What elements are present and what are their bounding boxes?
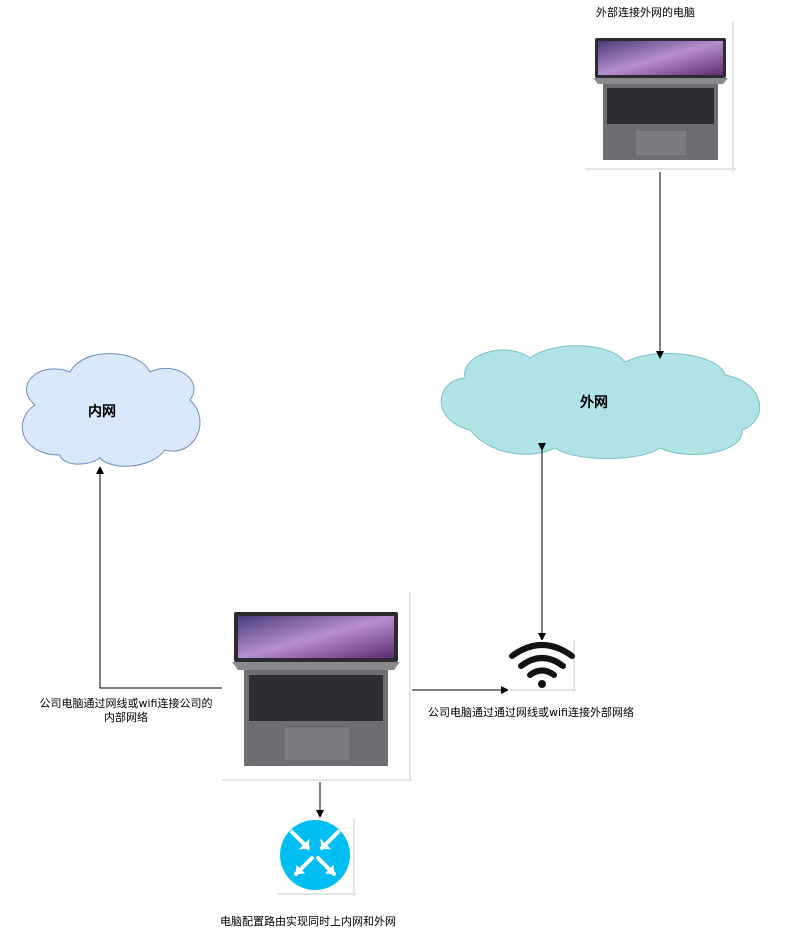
wifi-icon (508, 640, 576, 692)
intranet-label: 内网 (88, 404, 116, 420)
intranet-cloud (21, 353, 201, 467)
external-laptop (585, 22, 736, 172)
edge-label-wifi: 公司电脑通过通过网线或wifi连接外部网络 (428, 706, 634, 719)
edge-label-intranet: 公司电脑通过网线或wifi连接公司的 内部网络 (30, 697, 222, 725)
external-pc-label: 外部连接外网的电脑 (596, 6, 695, 19)
wifi-node (508, 640, 576, 692)
internet-label: 外网 (580, 395, 608, 411)
laptop-icon (222, 592, 412, 782)
router-node (278, 818, 356, 896)
laptop-icon (585, 22, 736, 172)
router-icon (278, 818, 356, 896)
edge-company-to-intranet (96, 466, 240, 689)
edge-label-intranet-line2: 内部网络 (104, 711, 148, 724)
edge-label-intranet-line1: 公司电脑通过网线或wifi连接公司的 (39, 697, 213, 710)
internet-cloud (440, 345, 761, 459)
company-laptop (222, 592, 412, 782)
edge-label-router: 电脑配置路由实现同时上内网和外网 (220, 915, 396, 928)
